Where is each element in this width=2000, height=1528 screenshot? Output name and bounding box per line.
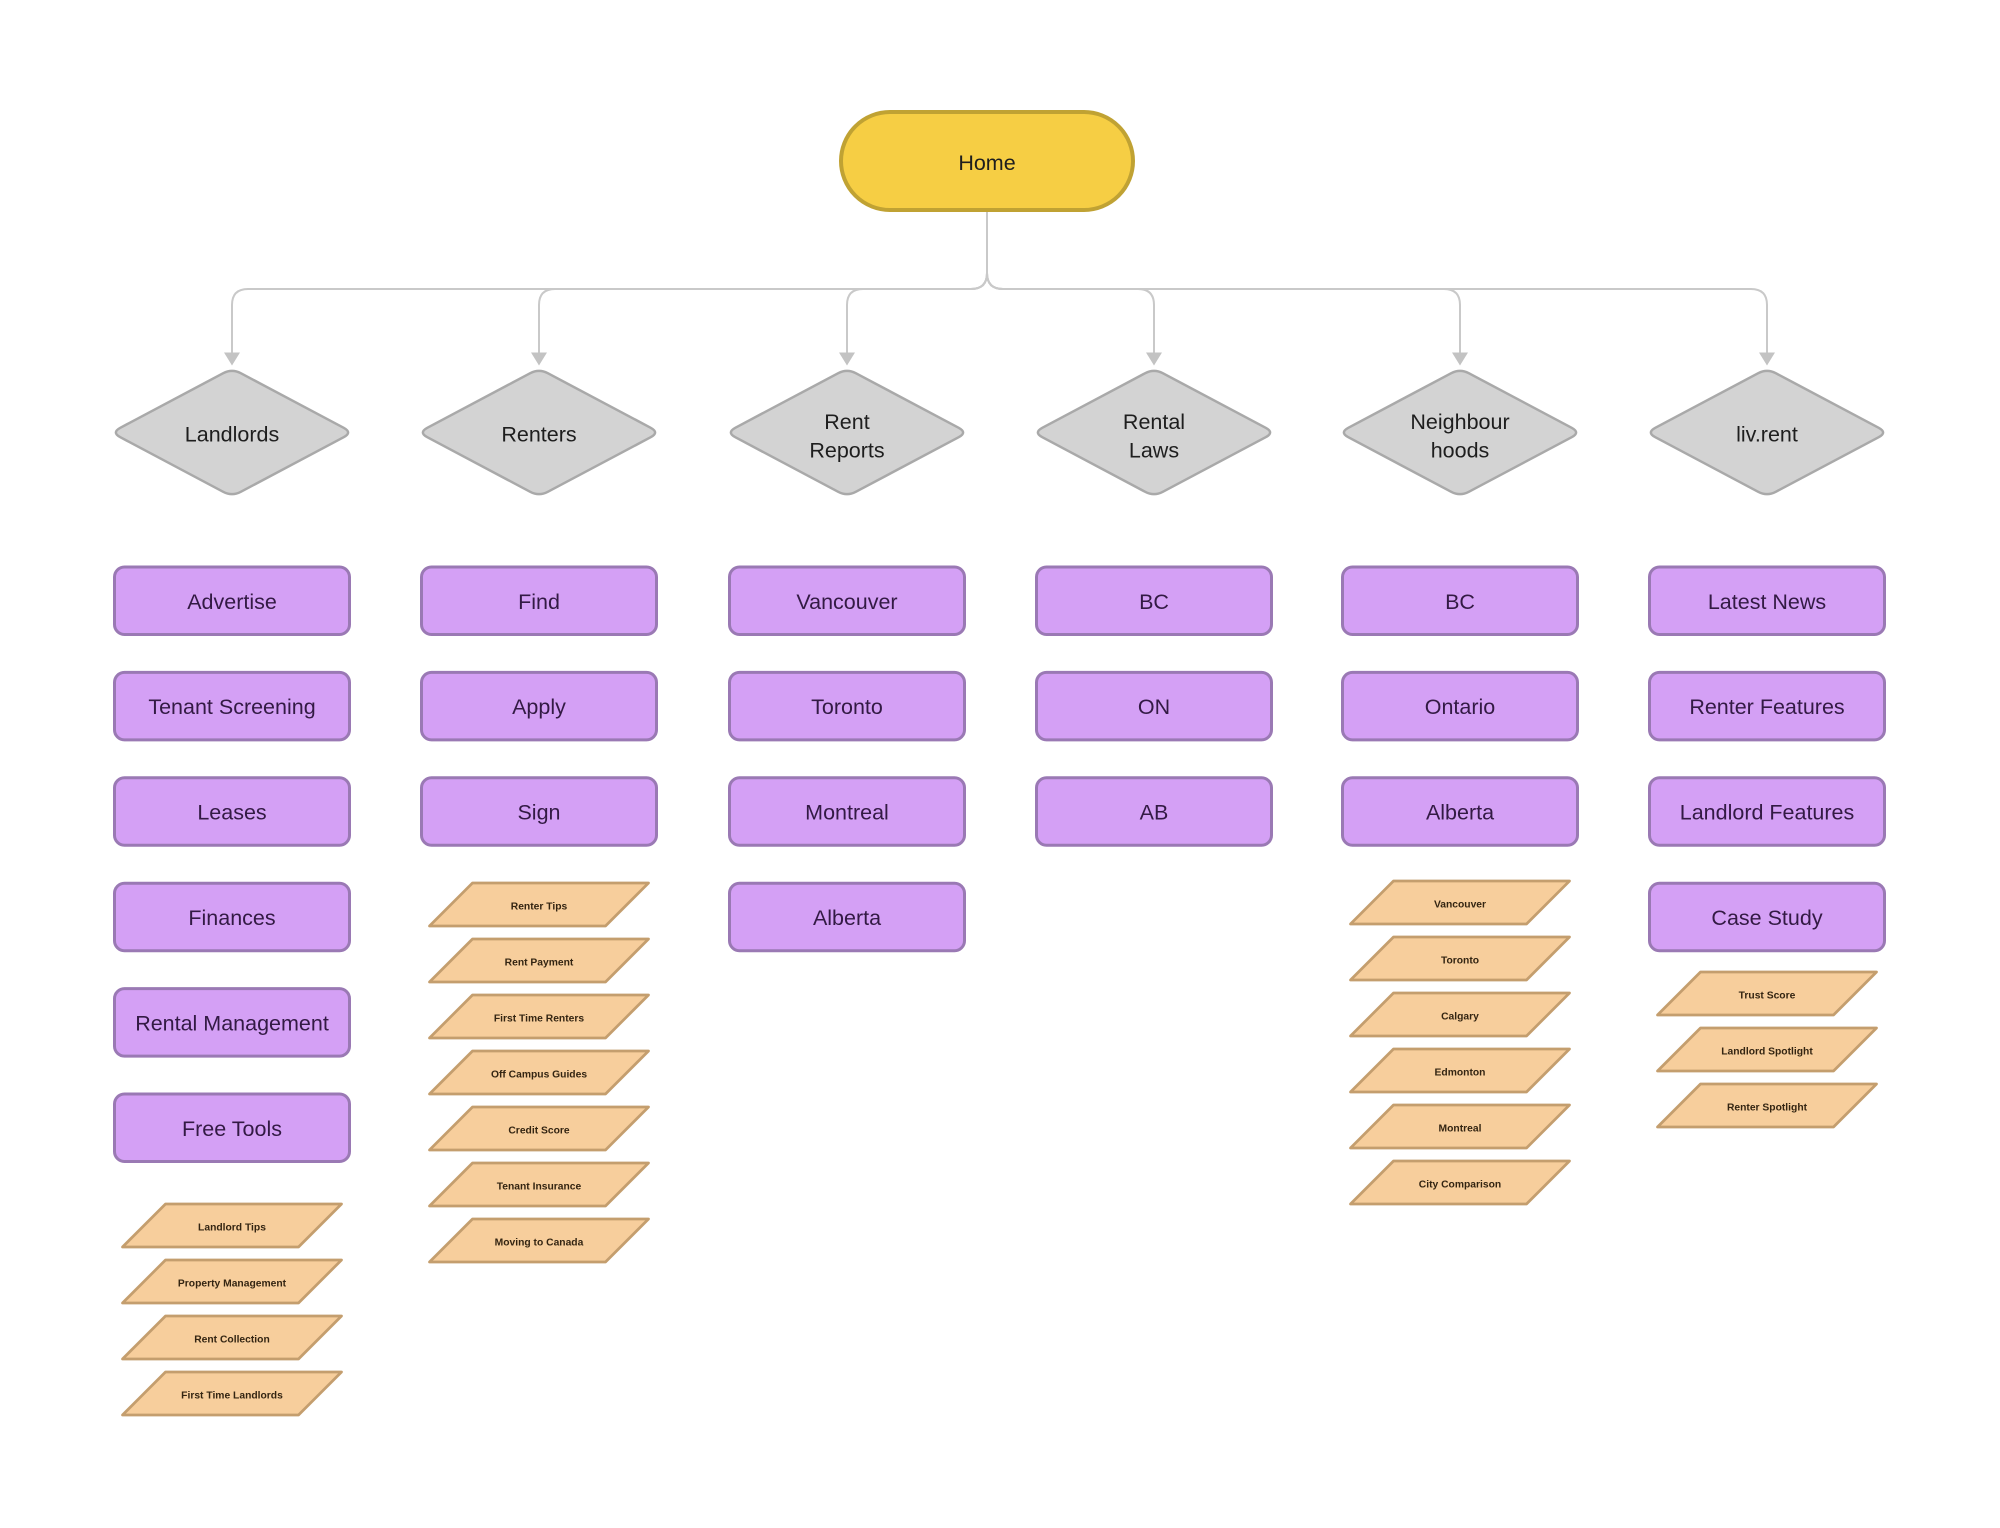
svg-text:Credit Score: Credit Score bbox=[508, 1126, 570, 1137]
svg-text:Landlords: Landlords bbox=[185, 423, 279, 447]
svg-text:Find: Find bbox=[518, 590, 560, 614]
svg-text:Leases: Leases bbox=[197, 801, 266, 825]
svg-text:Laws: Laws bbox=[1129, 439, 1179, 463]
svg-text:Alberta: Alberta bbox=[813, 906, 881, 930]
svg-text:Montreal: Montreal bbox=[805, 801, 889, 825]
svg-text:Renter Features: Renter Features bbox=[1689, 695, 1844, 719]
svg-text:First Time Landlords: First Time Landlords bbox=[181, 1391, 283, 1402]
svg-text:Home: Home bbox=[958, 151, 1015, 175]
svg-text:ON: ON bbox=[1138, 695, 1170, 719]
svg-text:Tenant Screening: Tenant Screening bbox=[148, 695, 315, 719]
svg-text:Rent Payment: Rent Payment bbox=[505, 958, 574, 969]
svg-text:Renter Tips: Renter Tips bbox=[511, 902, 568, 913]
svg-text:Moving to Canada: Moving to Canada bbox=[495, 1238, 584, 1249]
svg-text:Landlord Tips: Landlord Tips bbox=[198, 1223, 266, 1234]
svg-text:Calgary: Calgary bbox=[1441, 1012, 1479, 1023]
svg-text:Rental Management: Rental Management bbox=[135, 1011, 329, 1035]
svg-text:hoods: hoods bbox=[1431, 439, 1490, 463]
svg-text:Edmonton: Edmonton bbox=[1435, 1068, 1486, 1079]
svg-text:BC: BC bbox=[1445, 590, 1475, 614]
svg-text:BC: BC bbox=[1139, 590, 1169, 614]
svg-text:Rental: Rental bbox=[1123, 410, 1185, 434]
svg-text:Alberta: Alberta bbox=[1426, 801, 1494, 825]
svg-text:Sign: Sign bbox=[517, 801, 560, 825]
svg-text:Ontario: Ontario bbox=[1425, 695, 1496, 719]
svg-text:Tenant Insurance: Tenant Insurance bbox=[497, 1182, 582, 1193]
svg-text:Vancouver: Vancouver bbox=[796, 590, 897, 614]
svg-text:Property Management: Property Management bbox=[178, 1279, 287, 1290]
svg-text:Renters: Renters bbox=[501, 423, 576, 447]
svg-text:Renter Spotlight: Renter Spotlight bbox=[1727, 1103, 1808, 1114]
svg-text:Apply: Apply bbox=[512, 695, 566, 719]
svg-text:Landlord Spotlight: Landlord Spotlight bbox=[1721, 1047, 1813, 1058]
svg-text:Advertise: Advertise bbox=[187, 590, 277, 614]
svg-text:Rent: Rent bbox=[824, 410, 869, 434]
svg-text:Landlord Features: Landlord Features bbox=[1680, 801, 1855, 825]
svg-text:City Comparison: City Comparison bbox=[1419, 1180, 1501, 1191]
svg-text:Reports: Reports bbox=[809, 439, 884, 463]
svg-text:Free Tools: Free Tools bbox=[182, 1117, 282, 1141]
svg-text:Neighbour: Neighbour bbox=[1410, 410, 1509, 434]
svg-text:Off Campus Guides: Off Campus Guides bbox=[491, 1070, 587, 1081]
svg-text:Latest News: Latest News bbox=[1708, 590, 1826, 614]
svg-text:Toronto: Toronto bbox=[811, 695, 883, 719]
svg-text:Rent Collection: Rent Collection bbox=[194, 1335, 270, 1346]
svg-text:Toronto: Toronto bbox=[1441, 956, 1479, 967]
svg-text:Case Study: Case Study bbox=[1711, 906, 1822, 930]
svg-text:Trust Score: Trust Score bbox=[1739, 991, 1796, 1002]
svg-text:Finances: Finances bbox=[188, 906, 275, 930]
svg-text:Vancouver: Vancouver bbox=[1434, 900, 1486, 911]
svg-text:liv.rent: liv.rent bbox=[1736, 423, 1798, 447]
svg-text:AB: AB bbox=[1140, 801, 1169, 825]
svg-text:Montreal: Montreal bbox=[1439, 1124, 1482, 1135]
svg-text:First Time Renters: First Time Renters bbox=[494, 1014, 584, 1025]
